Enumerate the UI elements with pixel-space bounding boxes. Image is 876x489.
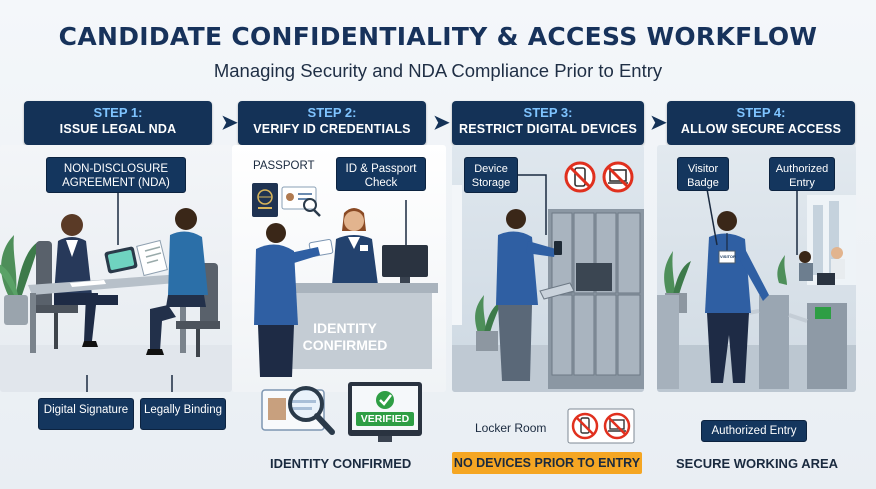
passport-icon (252, 183, 278, 217)
locker-room-illustration (452, 161, 644, 392)
page-title: CANDIDATE CONFIDENTIALITY & ACCESS WORKF… (58, 22, 818, 51)
desk-text-line2: CONFIRMED (302, 337, 388, 353)
device-storage-label: Device Storage (464, 157, 518, 193)
legally-binding-label: Legally Binding (140, 398, 226, 430)
no-phone-icon (564, 161, 596, 193)
step-4-title: ALLOW SECURE ACCESS (680, 122, 842, 136)
arrow-right-icon: ➤ (433, 112, 450, 134)
step-1-title: ISSUE LEGAL NDA (59, 122, 177, 136)
step-2-caption: IDENTITY CONFIRMED (270, 456, 412, 471)
authorized-entry-label: Authorized Entry (769, 157, 835, 191)
no-laptop-icon (603, 412, 631, 440)
digital-signature-label: Digital Signature (38, 398, 134, 430)
desk-text-line1: IDENTITY (313, 320, 377, 336)
step-3-scene: Device Storage (452, 145, 644, 392)
step-2-number: STEP 2: (307, 105, 357, 120)
prohibited-devices-box (567, 408, 635, 444)
step-2-title: VERIFY ID CREDENTIALS (253, 122, 411, 136)
authorized-entry-bottom-label: Authorized Entry (701, 420, 807, 442)
step-3-caption: NO DEVICES PRIOR TO ENTRY (452, 452, 642, 474)
nda-label: NON-DISCLOSURE AGREEMENT (NDA) (46, 157, 186, 193)
step-3-number: STEP 3: (523, 105, 573, 120)
step-3-title: RESTRICT DIGITAL DEVICES (459, 122, 637, 136)
secure-access-illustration (657, 188, 856, 392)
step-2-header: STEP 2: VERIFY ID CREDENTIALS (238, 101, 426, 145)
plant-icon (0, 235, 40, 325)
step-3-header: STEP 3: RESTRICT DIGITAL DEVICES (452, 101, 644, 145)
locker-icon (548, 209, 644, 389)
no-phone-icon (571, 412, 599, 440)
magnifier-icon (288, 386, 335, 435)
id-card-icon (281, 186, 317, 210)
step-4-caption: SECURE WORKING AREA (676, 456, 839, 471)
step-4-header: STEP 4: ALLOW SECURE ACCESS (667, 101, 855, 145)
arrow-right-icon: ➤ (221, 112, 238, 134)
passport-label: PASSPORT (253, 160, 315, 172)
id-check-illustration (252, 183, 438, 377)
page-subtitle: Managing Security and NDA Compliance Pri… (213, 60, 663, 81)
step-4-number: STEP 4: (736, 105, 786, 120)
no-laptop-icon (602, 161, 634, 193)
step-1-number: STEP 1: (93, 105, 143, 120)
verified-monitor-icon (348, 382, 422, 442)
step-1-header: STEP 1: ISSUE LEGAL NDA (24, 101, 212, 145)
step-4-scene: VISITOR Visitor Badge Authorized Entry (657, 145, 856, 392)
desk-identity-text: IDENTITY CONFIRMED (260, 320, 430, 354)
step-2-scene: IDENTITY CONFIRMED PASSPORT ID & Passpor… (232, 145, 446, 392)
locker-room-label: Locker Room (475, 421, 547, 435)
arrow-right-icon: ➤ (650, 112, 667, 134)
step-2-bottom-icons (261, 382, 422, 442)
verified-text: VERIFIED (360, 413, 410, 425)
visitor-badge-text: VISITOR (720, 254, 736, 259)
id-passport-check-label: ID & Passport Check (336, 157, 426, 191)
visitor-badge-label: Visitor Badge (677, 157, 729, 191)
nda-meeting-illustration (0, 192, 232, 392)
step-1-scene: NON-DISCLOSURE AGREEMENT (NDA) (0, 145, 232, 392)
